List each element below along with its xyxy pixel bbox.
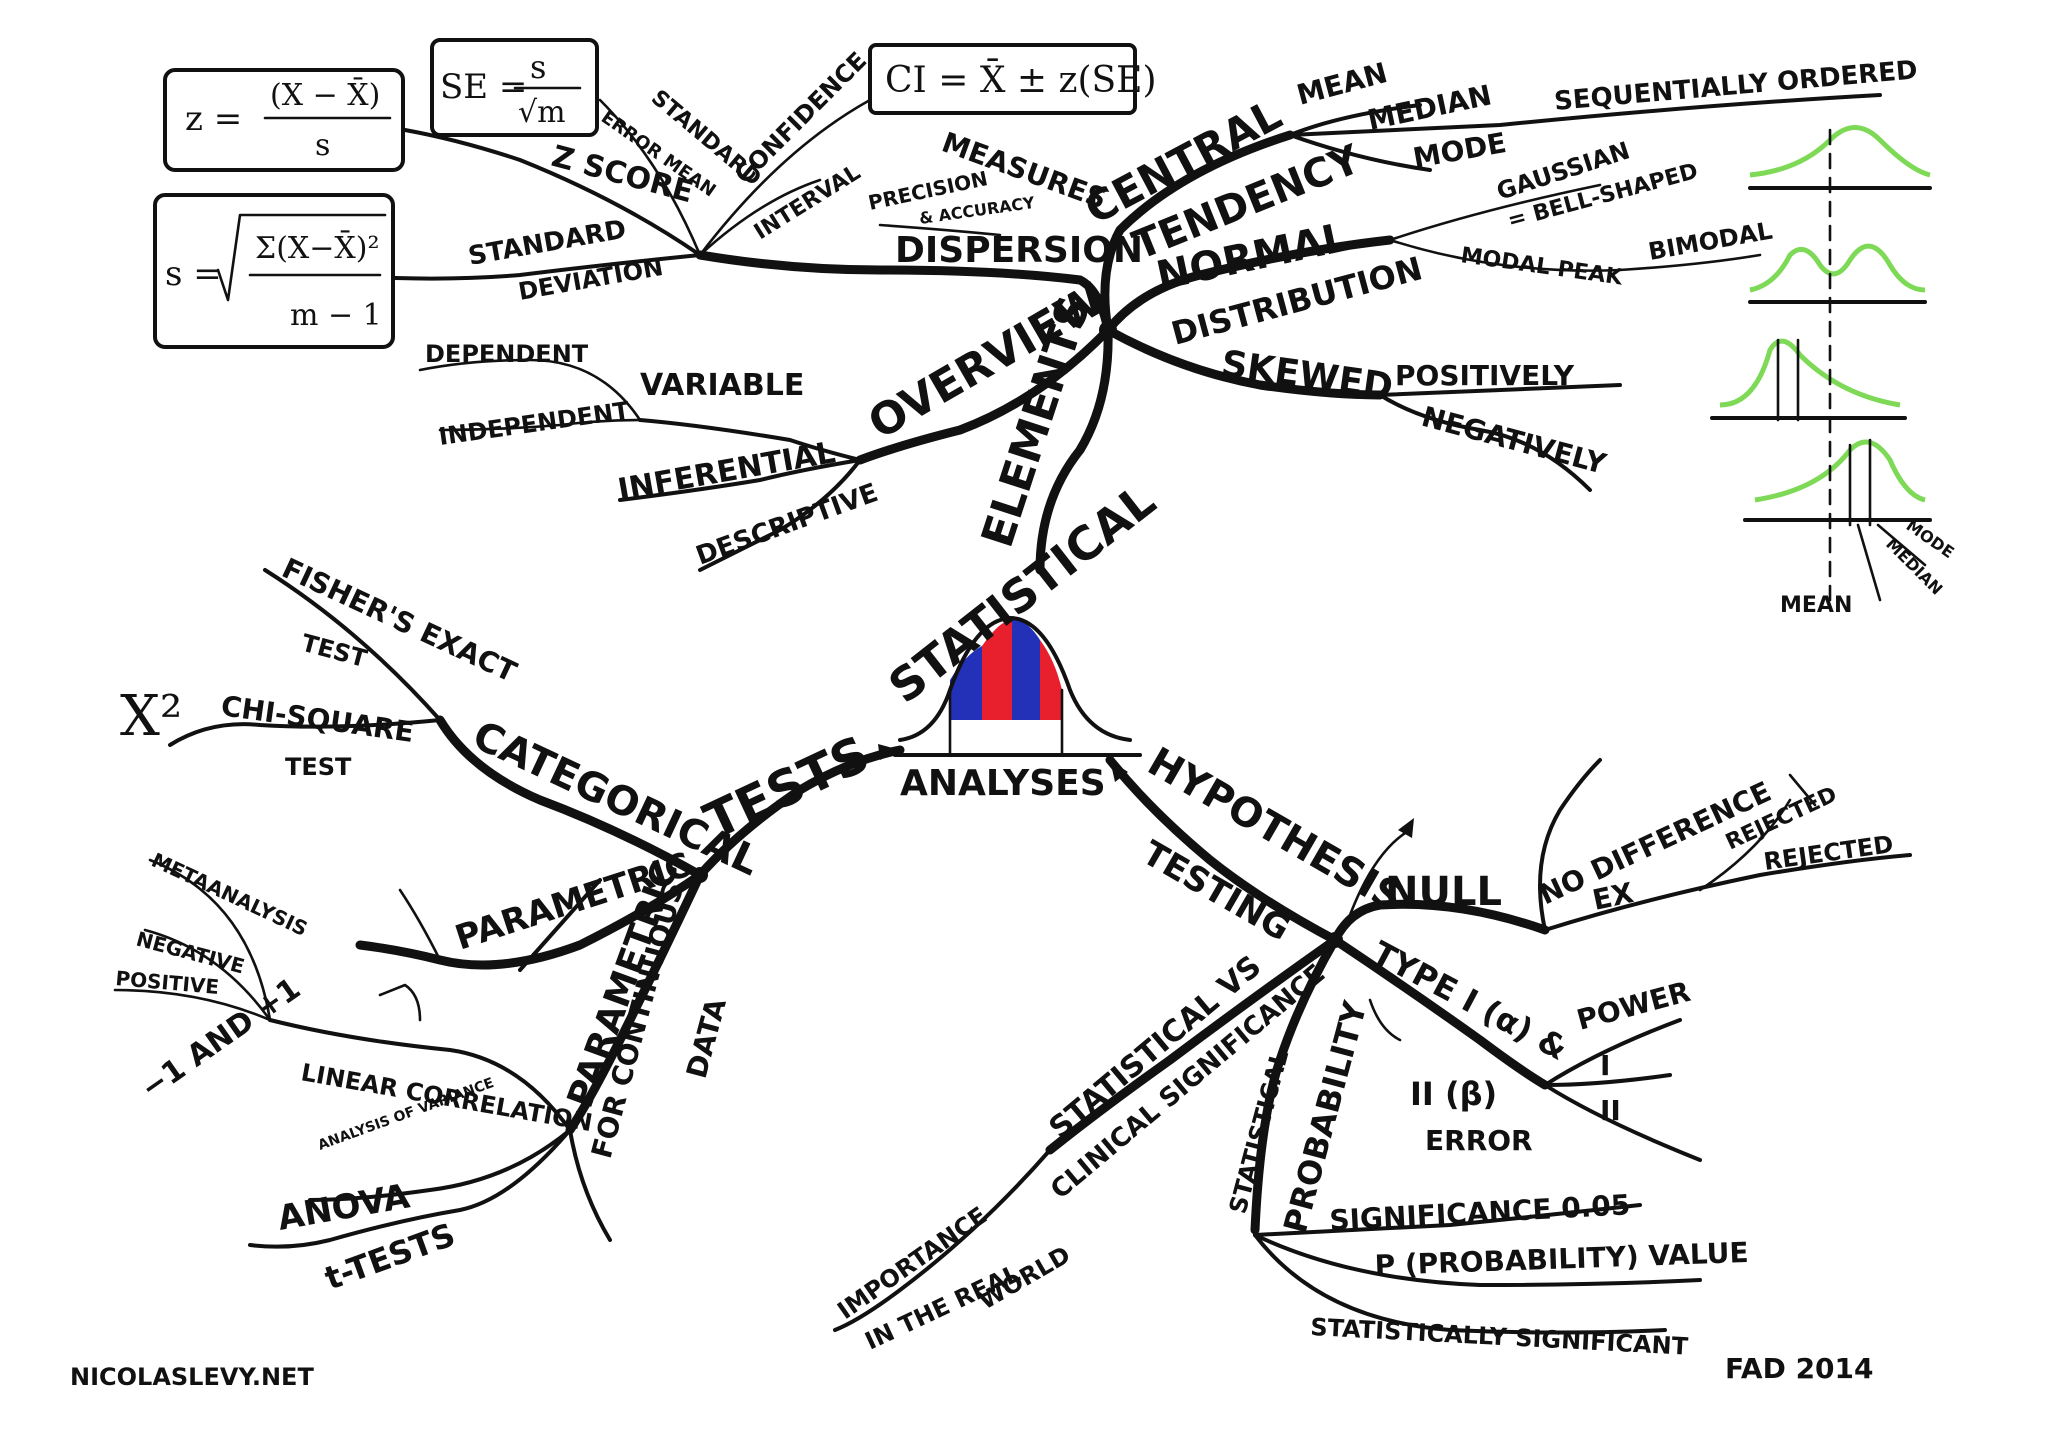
dependent-label: DEPENDENT (425, 340, 589, 368)
z-formula-box (163, 68, 405, 172)
branch-clinical (1045, 935, 1340, 1155)
independent-label: INDEPENDENT (437, 396, 632, 451)
s-formula-den: m − 1 (290, 298, 382, 333)
branch-probability (1250, 935, 1340, 1235)
center-blue-stripe (1012, 619, 1040, 720)
se-formula-lhs: SE = (440, 67, 527, 107)
p-value-label: P (PROBABILITY) VALUE (1374, 1236, 1749, 1282)
branch-overview (855, 325, 1113, 465)
positive-skew-curve (1719, 338, 1901, 408)
significance-label: SIGNIFICANCE 0.05 (1329, 1188, 1631, 1237)
null-label: NULL (1385, 869, 1502, 915)
branch-parametric (565, 870, 705, 1135)
sequentially-label: SEQUENTIALLY ORDERED (1553, 55, 1919, 117)
footer-website: NICOLASLEVY.NET (70, 1363, 314, 1391)
distribution-curves (1710, 125, 1932, 612)
type-ii-label: II (β) (1410, 1075, 1497, 1113)
power-label: POWER (1573, 975, 1693, 1037)
type-one-label: I (1600, 1049, 1610, 1082)
inferential-label: INFERENTIAL (615, 435, 838, 508)
error-label: ERROR (1425, 1124, 1533, 1157)
mode-label: MODE (1410, 126, 1508, 175)
branch-error (1330, 935, 1550, 1090)
branch-central-tendency (1100, 130, 1295, 335)
s-formula-num: Σ(X−X̄)² (255, 230, 380, 266)
curve-mean-label: MEAN (1780, 593, 1852, 618)
variable-label: VARIABLE (640, 368, 804, 403)
anova-label: ANOVA (275, 1176, 414, 1239)
descriptive-label: DESCRIPTIVE (692, 478, 882, 572)
branch-dispersion (695, 250, 1113, 335)
bimodal-label: BIMODAL (1646, 217, 1774, 266)
center-red-stripe (1040, 640, 1062, 720)
z-formula-lhs: z = (185, 99, 242, 139)
chi-test-label: TEST (285, 753, 352, 781)
se-formula-num: s (530, 48, 546, 86)
s-formula-box (153, 193, 395, 349)
s-formula-lhs: s = (165, 254, 222, 294)
skewed-label: SKEWED (1219, 343, 1396, 408)
center-blue-stripe (950, 646, 982, 720)
type-error-label: TYPE I (α) & (1366, 934, 1573, 1068)
se-formula-box (430, 38, 599, 137)
fishers-label: FISHER'S EXACT (277, 551, 521, 688)
positively-label: POSITIVELY (1395, 359, 1575, 392)
branch-normal (1103, 235, 1395, 335)
ex-label: EX (1590, 876, 1637, 917)
data-label: DATA (680, 994, 733, 1081)
z-score-label: Z SCORE (548, 139, 697, 210)
branch-null (1330, 899, 1550, 945)
modal-peak-label: MODAL PEAK (1459, 243, 1625, 291)
footer-date: FAD 2014 (1725, 1352, 1874, 1385)
stat-sig-label: STATISTICALLY SIGNIFICANT (1310, 1313, 1690, 1361)
branch-tests (695, 745, 905, 880)
type-two-label: II (1600, 1094, 1621, 1127)
gaussian-curve (1749, 125, 1931, 178)
chi-symbol: X² (120, 684, 182, 749)
se-formula-den: √m (518, 95, 566, 130)
ci-formula: CI = X̄ ± z(SE) (885, 58, 1157, 101)
ci-formula-box (868, 43, 1137, 115)
negatively-label: NEGATIVELY (1418, 400, 1610, 481)
z-formula-num: (X − X̄) (270, 77, 380, 113)
chi-square-label: CHI-SQUARE (219, 689, 416, 749)
branch-nonparametric (355, 870, 705, 970)
center-red-stripe (982, 620, 1012, 720)
center-subtitle: ANALYSES (900, 763, 1106, 804)
z-formula-den: s (315, 128, 330, 163)
dispersion-label: DISPERSION (895, 230, 1143, 271)
center-bell-curve (893, 616, 1142, 757)
positive-label: POSITIVE (115, 966, 220, 999)
rejected-label: REJECTED (1762, 830, 1895, 876)
metaanalysis-label: METAANALYSIS (148, 848, 311, 941)
branch-elements (1035, 325, 1113, 575)
bimodal-curve (1749, 243, 1926, 293)
branch-hypothesis (1105, 755, 1340, 945)
negative-skew-curve (1754, 439, 1926, 503)
sd-label-2: DEVIATION (516, 253, 665, 306)
fishers-test-label: TEST (298, 629, 370, 673)
branch-skewed (1103, 325, 1385, 400)
interval-label: INTERVAL (750, 160, 865, 245)
branch-categorical (435, 715, 705, 880)
